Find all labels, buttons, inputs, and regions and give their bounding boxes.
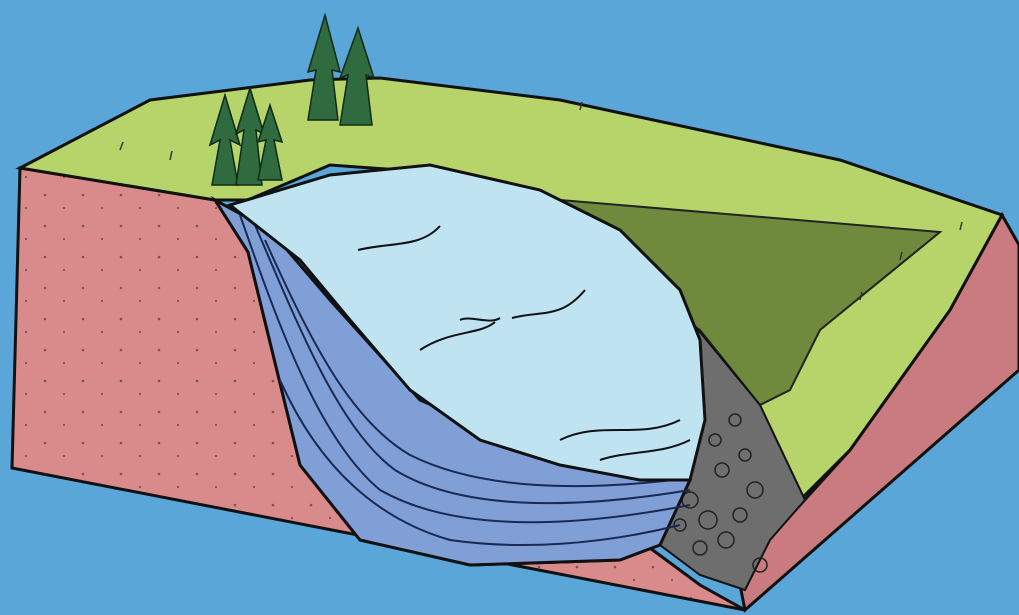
glacier-block-diagram: [0, 0, 1019, 615]
diagram-canvas: [0, 0, 1019, 615]
